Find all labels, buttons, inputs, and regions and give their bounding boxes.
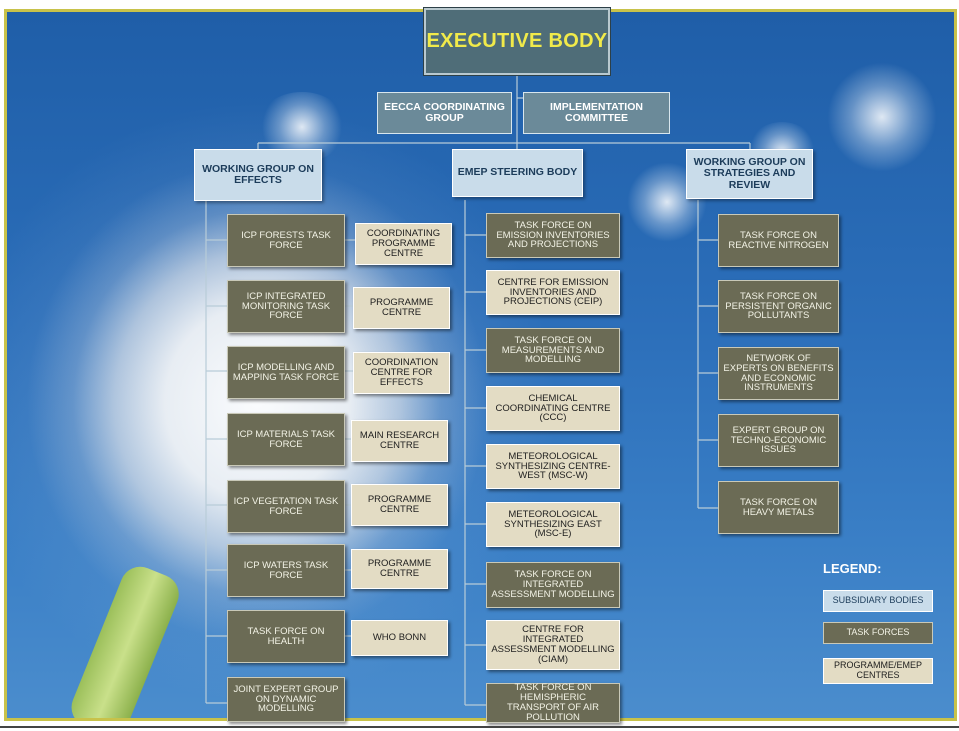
working-group-on-effects-box[interactable]: WORKING GROUP ON EFFECTS bbox=[194, 149, 322, 201]
programme-centre-box[interactable]: PROGRAMME CENTRE bbox=[351, 484, 448, 526]
task-force-box[interactable]: ICP MATERIALS TASK FORCE bbox=[227, 413, 345, 466]
task-force-box[interactable]: JOINT EXPERT GROUP ON DYNAMIC MODELLING bbox=[227, 677, 345, 722]
programme-centre-box[interactable]: WHO BONN bbox=[351, 620, 448, 656]
programme-centre-box[interactable]: PROGRAMME CENTRE bbox=[351, 549, 448, 589]
task-force-box[interactable]: ICP INTEGRATED MONITORING TASK FORCE bbox=[227, 280, 345, 333]
task-force-box[interactable]: TASK FORCE ON HEALTH bbox=[227, 610, 345, 663]
task-force-box[interactable]: ICP MODELLING AND MAPPING TASK FORCE bbox=[227, 346, 345, 399]
emep-centre-box[interactable]: CHEMICAL COORDINATING CENTRE (CCC) bbox=[486, 386, 620, 431]
emep-centre-box[interactable]: CENTRE FOR INTEGRATED ASSESSMENT MODELLI… bbox=[486, 620, 620, 670]
emep-centre-box[interactable]: METEOROLOGICAL SYNTHESIZING CENTRE-WEST … bbox=[486, 444, 620, 489]
executive-body-box[interactable]: EXECUTIVE BODY bbox=[424, 8, 610, 75]
task-force-box[interactable]: ICP WATERS TASK FORCE bbox=[227, 544, 345, 597]
legend-task-forces: TASK FORCES bbox=[823, 622, 933, 644]
task-force-box[interactable]: TASK FORCE ON INTEGRATED ASSESSMENT MODE… bbox=[486, 562, 620, 608]
emep-centre-box[interactable]: METEOROLOGICAL SYNTHESIZING EAST (MSC-E) bbox=[486, 502, 620, 547]
legend-subsidiary-bodies: SUBSIDIARY BODIES bbox=[823, 590, 933, 612]
emep-centre-box[interactable]: CENTRE FOR EMISSION INVENTORIES AND PROJ… bbox=[486, 270, 620, 315]
bottom-divider bbox=[0, 726, 959, 728]
task-force-box[interactable]: ICP FORESTS TASK FORCE bbox=[227, 214, 345, 267]
task-force-box[interactable]: EXPERT GROUP ON TECHNO-ECONOMIC ISSUES bbox=[718, 414, 839, 467]
programme-centre-box[interactable]: PROGRAMME CENTRE bbox=[353, 287, 450, 329]
programme-centre-box[interactable]: COORDINATING PROGRAMME CENTRE bbox=[355, 223, 452, 265]
task-force-box[interactable]: TASK FORCE ON REACTIVE NITROGEN bbox=[718, 214, 839, 267]
programme-centre-box[interactable]: COORDINATION CENTRE FOR EFFECTS bbox=[353, 352, 450, 394]
task-force-box[interactable]: TASK FORCE ON HEAVY METALS bbox=[718, 481, 839, 534]
task-force-box[interactable]: NETWORK OF EXPERTS ON BENEFITS AND ECONO… bbox=[718, 347, 839, 400]
task-force-box[interactable]: TASK FORCE ON PERSISTENT ORGANIC POLLUTA… bbox=[718, 280, 839, 333]
implementation-committee-box[interactable]: IMPLEMENTATION COMMITTEE bbox=[523, 92, 670, 134]
legend-title: LEGEND: bbox=[823, 561, 882, 576]
working-group-on-strategies-box[interactable]: WORKING GROUP ON STRATEGIES AND REVIEW bbox=[686, 149, 813, 199]
task-force-box[interactable]: TASK FORCE ON MEASUREMENTS AND MODELLING bbox=[486, 328, 620, 373]
programme-centre-box[interactable]: MAIN RESEARCH CENTRE bbox=[351, 420, 448, 462]
eecca-coordinating-group-box[interactable]: EECCA COORDINATING GROUP bbox=[377, 92, 512, 134]
task-force-box[interactable]: ICP VEGETATION TASK FORCE bbox=[227, 480, 345, 533]
task-force-box[interactable]: TASK FORCE ON EMISSION INVENTORIES AND P… bbox=[486, 213, 620, 258]
legend-programme-centres: PROGRAMME/EMEP CENTRES bbox=[823, 658, 933, 684]
task-force-box[interactable]: TASK FORCE ON HEMISPHERIC TRANSPORT OF A… bbox=[486, 683, 620, 723]
emep-steering-body-box[interactable]: EMEP STEERING BODY bbox=[452, 149, 583, 197]
